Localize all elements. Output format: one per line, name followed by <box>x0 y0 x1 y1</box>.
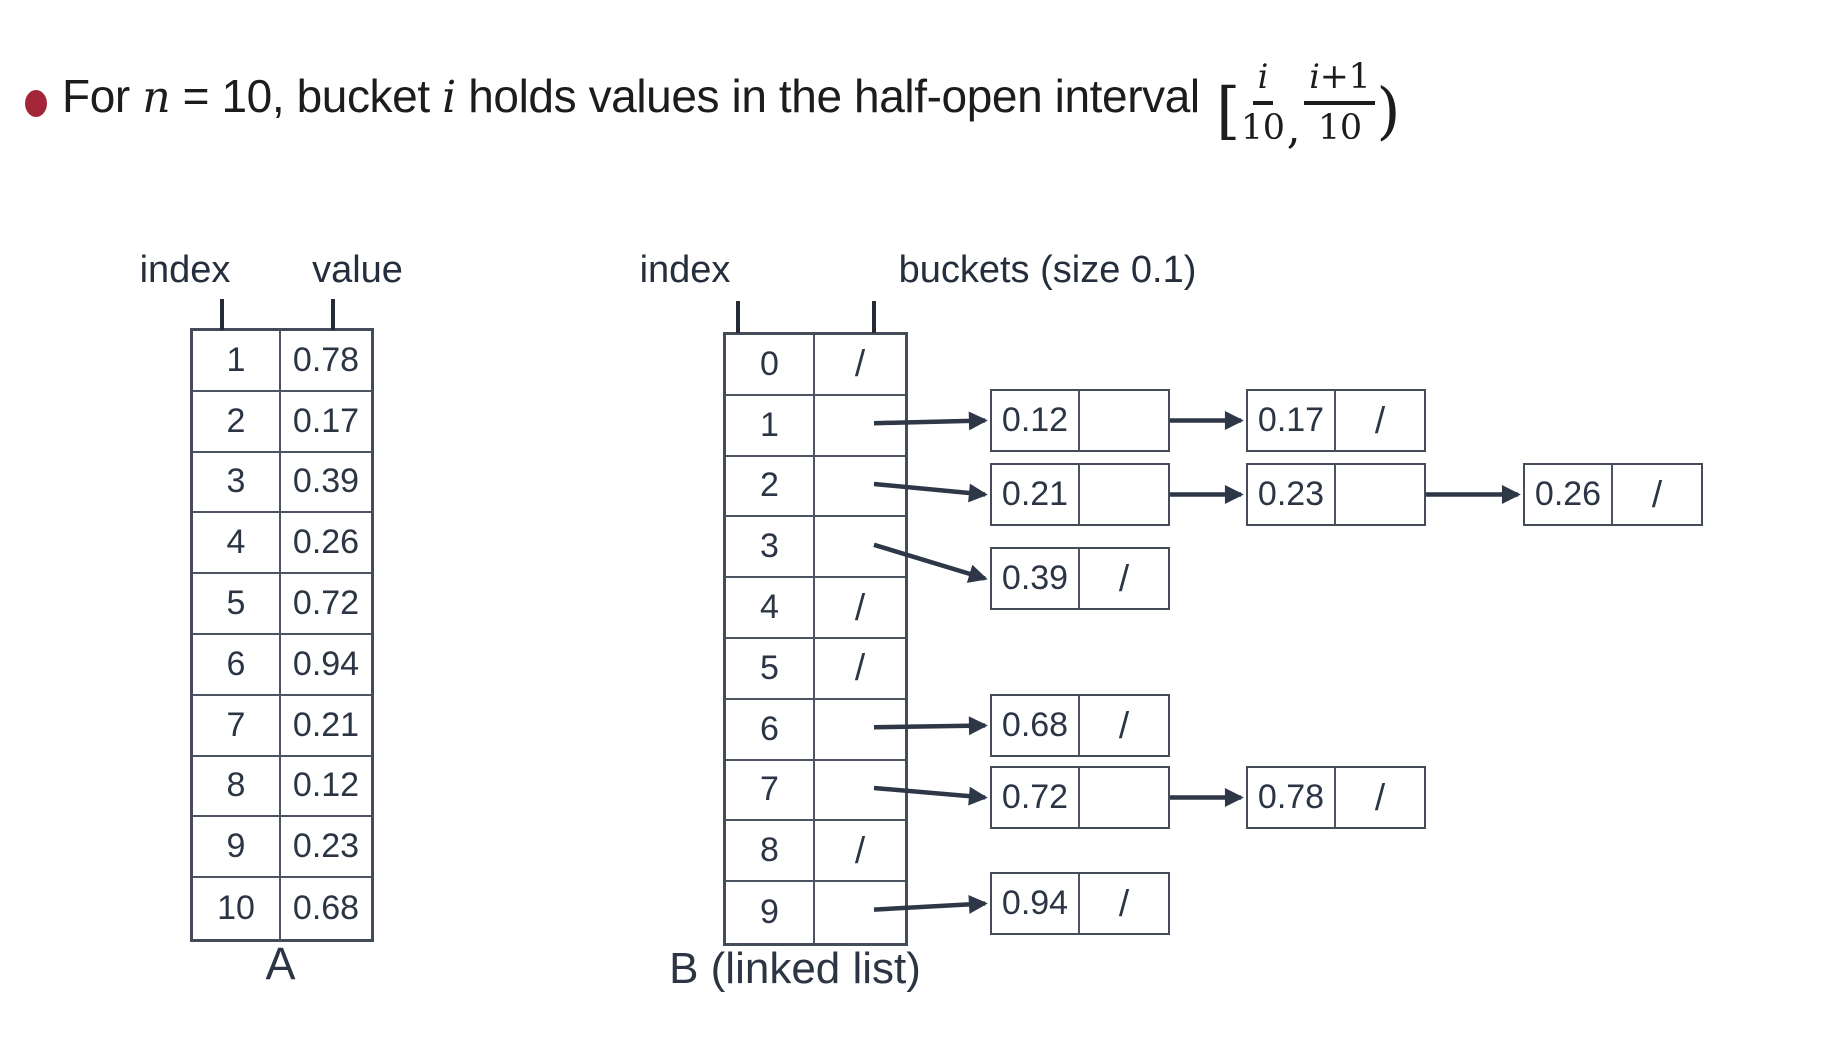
node-value-cell: 0.78 <box>1248 768 1336 827</box>
list-node: 0.68 / <box>990 694 1170 757</box>
fraction-numerator: i <box>1252 57 1273 105</box>
array-b-buckets-header: buckets (size 0.1) <box>898 249 1197 291</box>
node-pointer-cell: / <box>1118 557 1130 599</box>
array-a-label: A <box>265 938 296 989</box>
fraction-separator: , <box>1286 102 1301 154</box>
bucket-index-cell: 5 <box>726 638 815 700</box>
math-var: i <box>442 72 456 123</box>
node-pointer-cell: / <box>1651 473 1663 515</box>
list-node: 0.21 <box>990 463 1170 526</box>
list-node: 0.78 / <box>1246 766 1426 829</box>
array-a-index-cell: 10 <box>193 878 281 939</box>
array-a-index-cell: 3 <box>193 452 281 514</box>
list-node: 0.23 <box>1246 463 1426 526</box>
node-pointer-cell <box>1080 465 1168 524</box>
node-value-cell: 0.39 <box>992 549 1080 608</box>
bucket-index-cell: 9 <box>726 882 815 943</box>
bucket-index-cell: 7 <box>726 760 815 822</box>
array-a-index-header: index <box>139 249 231 291</box>
numerator-text: i <box>1257 57 1269 97</box>
array-a-index-cell: 2 <box>193 391 281 453</box>
math-var: i <box>1257 57 1269 96</box>
bucket-slot-cell <box>815 761 905 822</box>
bucket-index-cell: 8 <box>726 821 815 883</box>
bullet-icon <box>25 90 47 117</box>
array-a-value-cell: 0.12 <box>281 757 371 818</box>
fraction-denominator: 10 <box>1240 108 1285 148</box>
close-paren: ) <box>1376 74 1401 148</box>
array-a-value-cell: 0.94 <box>281 635 371 696</box>
bucket-index-cell: 4 <box>726 578 815 639</box>
array-a-value-cell: 0.72 <box>281 574 371 635</box>
list-node: 0.12 <box>990 389 1170 452</box>
node-value-cell: 0.26 <box>1525 465 1613 524</box>
interval-expression: [ i 10,i+1 10) <box>1216 57 1401 154</box>
bucket-slot-cell: / <box>815 821 905 883</box>
bucket-index-cell: 1 <box>726 395 815 457</box>
array-a-index-cell: 6 <box>193 634 281 696</box>
list-node: 0.17 / <box>1246 389 1426 452</box>
slide-title: For n = 10, bucket i holds values in the… <box>62 38 1401 154</box>
node-pointer-cell <box>1080 391 1168 450</box>
array-a-value-cell: 0.68 <box>292 889 360 928</box>
node-value-cell: 0.72 <box>992 768 1080 827</box>
fraction-denominator: 10 <box>1317 108 1362 148</box>
fraction: i+1 10 <box>1304 57 1376 148</box>
array-a-value-cell: 0.26 <box>281 513 371 575</box>
node-value-cell: 0.12 <box>992 391 1080 450</box>
node-value-cell: 0.17 <box>1248 391 1336 450</box>
bucket-slot-cell <box>815 882 905 943</box>
fraction-numerator: i+1 <box>1304 57 1376 105</box>
math-var: i <box>1309 57 1320 96</box>
numerator-text: i+1 <box>1309 57 1371 97</box>
array-a-value-cell: 0.17 <box>281 392 371 453</box>
list-node: 0.94 / <box>990 872 1170 935</box>
bucket-slot-cell <box>815 457 905 518</box>
fraction: i 10 <box>1241 58 1285 146</box>
array-a-index-cell: 8 <box>193 756 281 818</box>
bucket-index-cell: 2 <box>726 456 815 518</box>
node-pointer-cell <box>1336 465 1424 524</box>
node-value-cell: 0.21 <box>992 465 1080 524</box>
array-a-value-cell: 0.39 <box>281 453 371 514</box>
array-a-index-cell: 7 <box>193 695 281 757</box>
bucket-index-cell: 3 <box>726 517 815 579</box>
title-text: For n = 10, bucket i holds values in the… <box>62 70 1213 123</box>
node-pointer-cell: / <box>1374 776 1386 818</box>
list-node: 0.39 / <box>990 547 1170 610</box>
bucket-slot-cell: / <box>815 639 905 700</box>
bucket-slot-cell <box>815 700 905 761</box>
array-a-index-cell: 4 <box>193 513 281 575</box>
node-value-cell: 0.23 <box>1248 465 1336 524</box>
node-pointer-cell <box>1080 768 1168 827</box>
node-value-cell: 0.94 <box>992 874 1080 933</box>
array-b-index-header: index <box>639 249 731 291</box>
array-a-value-cell: 0.78 <box>281 331 371 392</box>
array-a-value-cell: 0.21 <box>281 696 371 757</box>
bucket-slot-cell <box>815 517 905 579</box>
bucket-slot-cell: / <box>815 335 905 396</box>
array-a-index-cell: 5 <box>193 574 281 635</box>
bucket-slot-cell <box>815 396 905 457</box>
node-pointer-cell: / <box>1118 704 1130 746</box>
math-var: n <box>142 72 171 123</box>
open-bracket: [ <box>1216 74 1240 148</box>
bucket-slot-cell: / <box>815 578 905 639</box>
array-b-label: B (linked list) <box>669 944 921 993</box>
node-value-cell: 0.68 <box>992 696 1080 755</box>
node-pointer-cell: / <box>1118 882 1130 924</box>
bucket-index-cell: 6 <box>726 699 815 761</box>
bucket-index-cell: 0 <box>726 335 815 396</box>
node-pointer-cell: / <box>1374 399 1386 441</box>
array-a-value-header: value <box>312 249 403 291</box>
list-node: 0.72 <box>990 766 1170 829</box>
array-a-index-cell: 1 <box>193 331 281 392</box>
array-a-value-cell: 0.23 <box>281 817 371 879</box>
list-node: 0.26 / <box>1523 463 1703 526</box>
array-a-index-cell: 9 <box>193 817 281 879</box>
